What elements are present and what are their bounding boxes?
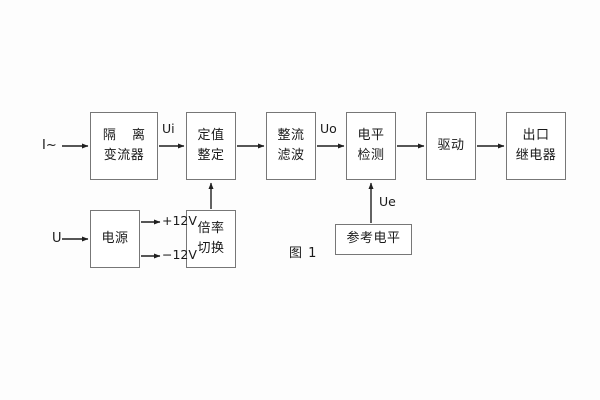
block-isolation-transformer[interactable]: 隔 离 变流器 <box>90 112 158 180</box>
label-plus-12v: +12V <box>162 213 197 228</box>
label-ui: Ui <box>162 121 175 136</box>
block-rectify-filter[interactable]: 整流 滤波 <box>266 112 316 180</box>
block-line: 切换 <box>197 241 225 256</box>
block-line: 整定 <box>197 148 225 163</box>
label-ue: Ue <box>379 194 396 209</box>
block-line: 整流 <box>277 127 305 143</box>
block-line: 倍率 <box>197 220 225 236</box>
block-level-detection[interactable]: 电平 检测 <box>346 112 396 180</box>
label-uo: Uo <box>320 121 337 136</box>
block-reference-level[interactable]: 参考电平 <box>335 224 412 255</box>
figure-caption: 图 1 <box>289 246 318 261</box>
block-line: 滤波 <box>277 148 305 163</box>
block-line: 检测 <box>357 148 385 163</box>
block-line: 驱动 <box>437 137 465 153</box>
block-drive[interactable]: 驱动 <box>426 112 476 180</box>
label-current-input: I~ <box>42 138 57 153</box>
block-line: 变流器 <box>103 148 145 163</box>
label-minus-12v: −12V <box>162 247 197 262</box>
block-line: 出口 <box>522 127 550 143</box>
block-line: 电源 <box>101 230 129 246</box>
block-power-supply[interactable]: 电源 <box>90 210 140 268</box>
block-line: 参考电平 <box>346 231 401 247</box>
block-line: 隔 离 <box>102 127 152 143</box>
block-line: 电平 <box>357 127 385 143</box>
block-multiplier-switch[interactable]: 倍率 切换 <box>186 210 236 268</box>
block-line: 定值 <box>197 127 225 143</box>
block-setting-value[interactable]: 定值 整定 <box>186 112 236 180</box>
label-voltage-input: U <box>52 231 62 246</box>
block-line: 继电器 <box>515 148 557 163</box>
block-output-relay[interactable]: 出口 继电器 <box>506 112 566 180</box>
